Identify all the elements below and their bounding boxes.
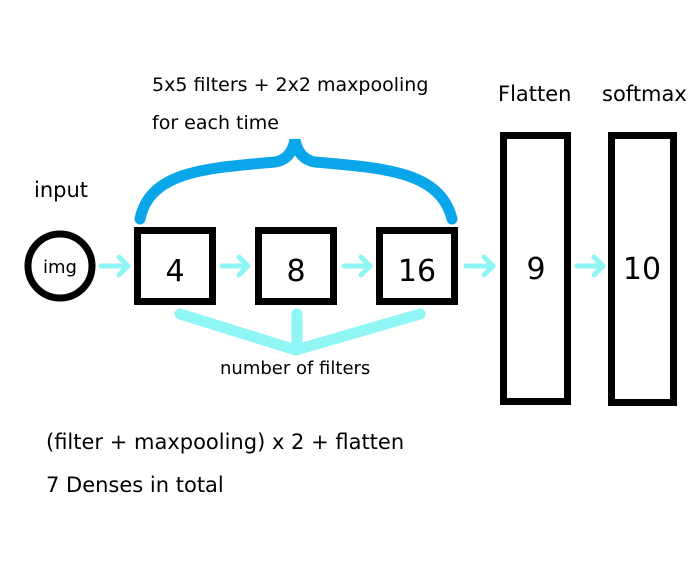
arrow-conv1-to-conv2: [219, 254, 251, 278]
conv-box-2: [255, 227, 337, 305]
footer-line2: 7 Denses in total: [46, 473, 224, 497]
arrow-conv3-to-flatten: [463, 254, 496, 278]
softmax-box-label: 10: [623, 252, 661, 287]
arrow-input-to-conv1: [98, 254, 131, 278]
flatten-title: Flatten: [498, 82, 572, 106]
flatten-box-label: 9: [526, 252, 545, 287]
input-node-label: img: [43, 257, 77, 278]
conv-box-3: [376, 227, 458, 305]
softmax-title: softmax: [602, 82, 687, 106]
footer-line1: (filter + maxpooling) x 2 + flatten: [46, 430, 405, 454]
filters-brace: [174, 308, 426, 356]
arrow-conv2-to-conv3: [341, 254, 373, 278]
group-caption-line1: 5x5 filters + 2x2 maxpooling: [152, 74, 429, 96]
conv-box-1-label: 4: [165, 254, 184, 289]
softmax-box: [608, 132, 677, 406]
input-title: input: [34, 178, 89, 202]
conv-box-1: [134, 227, 216, 305]
conv-box-3-label: 16: [398, 254, 436, 289]
input-node: [24, 230, 96, 302]
conv-box-2-label: 8: [286, 254, 305, 289]
arrow-flatten-to-softmax: [574, 254, 606, 278]
filters-caption: number of filters: [220, 358, 371, 379]
group-brace: [134, 138, 458, 225]
group-caption-line2: for each time: [152, 112, 279, 134]
flatten-box: [500, 132, 571, 405]
